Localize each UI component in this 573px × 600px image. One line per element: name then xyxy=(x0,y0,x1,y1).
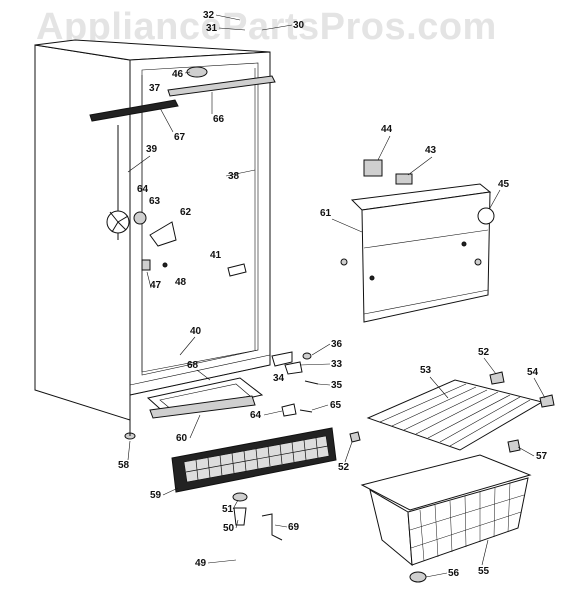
label-65: 65 xyxy=(330,400,342,411)
label-34: 34 xyxy=(273,373,285,384)
label-30: 30 xyxy=(293,20,305,31)
wire-basket xyxy=(360,454,532,583)
label-55: 55 xyxy=(478,566,490,577)
cabinet xyxy=(34,39,319,440)
label-43: 43 xyxy=(425,145,437,156)
label-61: 61 xyxy=(320,208,332,219)
grille xyxy=(171,403,337,493)
label-59: 59 xyxy=(150,490,162,501)
label-67: 67 xyxy=(174,132,186,143)
label-56: 56 xyxy=(448,568,460,579)
label-40: 40 xyxy=(190,326,202,337)
label-35: 35 xyxy=(331,380,343,391)
label-41: 41 xyxy=(210,250,222,261)
label-62: 62 xyxy=(180,207,192,218)
label-47: 47 xyxy=(150,280,162,291)
label-36: 36 xyxy=(331,339,343,350)
watermark: AppliancePartsPros.com xyxy=(36,6,497,48)
label-68: 68 xyxy=(187,360,199,371)
label-32: 32 xyxy=(203,10,215,21)
label-69: 69 xyxy=(288,522,300,533)
label-52b: 52 xyxy=(338,462,350,473)
label-58: 58 xyxy=(118,460,130,471)
label-44: 44 xyxy=(381,124,393,135)
wire-shelf xyxy=(349,371,555,453)
label-53: 53 xyxy=(420,365,432,376)
label-39: 39 xyxy=(146,144,158,155)
back-panel xyxy=(340,159,495,323)
label-66: 66 xyxy=(213,114,225,125)
label-49: 49 xyxy=(195,558,207,569)
label-46: 46 xyxy=(172,69,184,80)
label-51: 51 xyxy=(222,504,234,515)
label-64b: 64 xyxy=(250,410,262,421)
drip-tray xyxy=(146,377,264,419)
label-57: 57 xyxy=(536,451,548,462)
part-labels: 32 31 30 46 37 66 67 39 38 64 63 62 41 4… xyxy=(118,10,548,579)
label-63: 63 xyxy=(149,196,161,207)
drain-parts xyxy=(232,492,283,572)
label-54: 54 xyxy=(527,367,539,378)
label-45: 45 xyxy=(498,179,510,190)
label-60: 60 xyxy=(176,433,188,444)
label-48: 48 xyxy=(175,277,187,288)
label-50: 50 xyxy=(223,523,235,534)
label-38: 38 xyxy=(228,171,240,182)
label-37: 37 xyxy=(149,83,161,94)
label-33: 33 xyxy=(331,359,343,370)
label-31: 31 xyxy=(206,23,218,34)
label-64: 64 xyxy=(137,184,149,195)
leader-lines xyxy=(127,14,546,578)
label-52: 52 xyxy=(478,347,490,358)
